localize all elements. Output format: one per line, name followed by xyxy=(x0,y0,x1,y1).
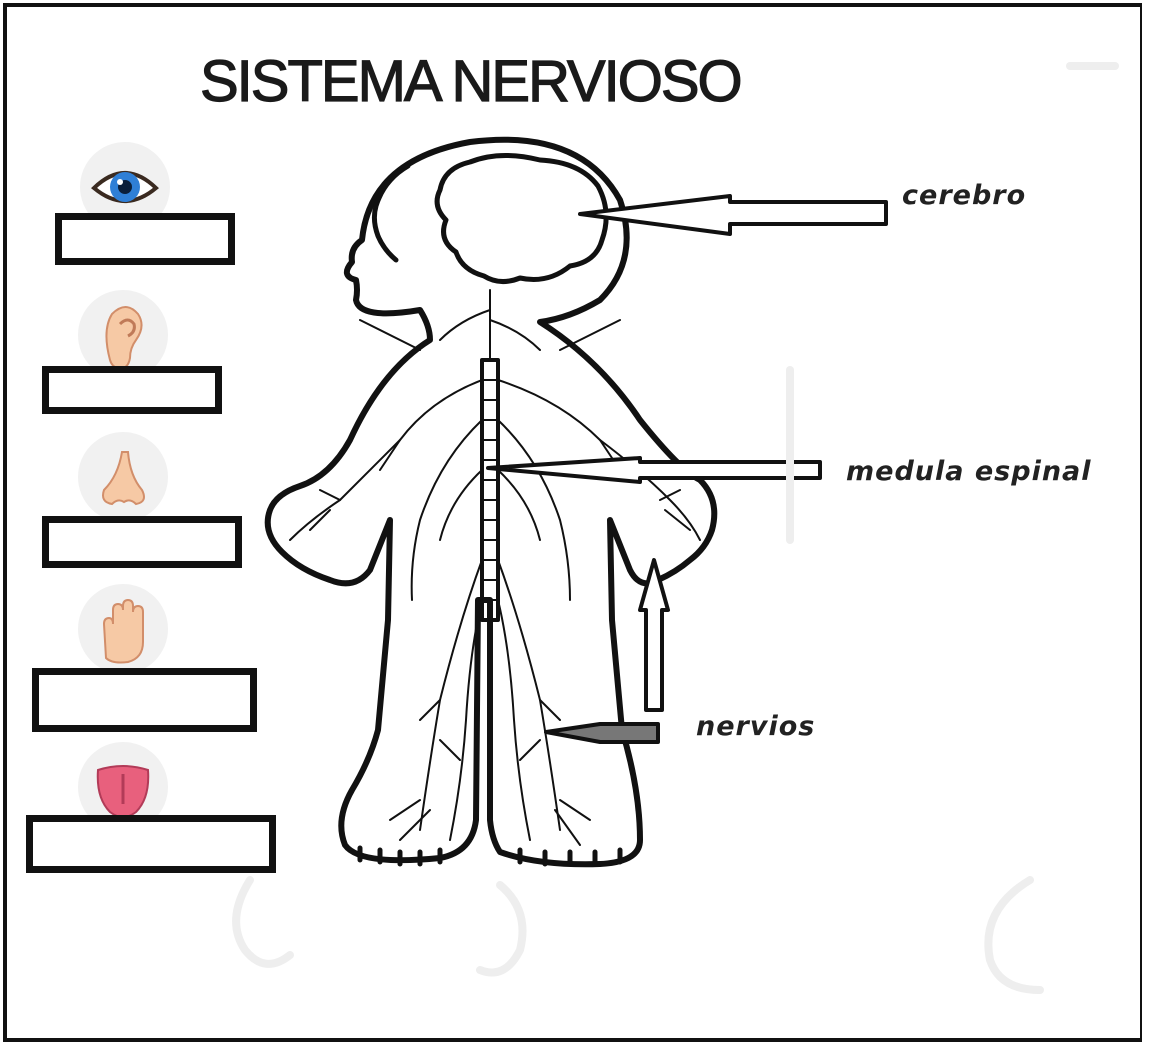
sense-hand xyxy=(78,584,168,674)
label-nerves: nervios xyxy=(696,711,816,742)
body-outline xyxy=(264,136,718,868)
answer-box-nose[interactable] xyxy=(42,516,242,568)
answer-box-hand[interactable] xyxy=(32,668,257,732)
label-spinal-cord: medula espinal xyxy=(846,456,1092,487)
answer-box-ear[interactable] xyxy=(42,366,222,414)
arrow-to-nerves xyxy=(544,722,660,744)
hand-icon xyxy=(102,598,144,664)
nerves xyxy=(289,289,701,846)
face-profile xyxy=(371,163,411,263)
arrow-to-brain xyxy=(578,194,888,236)
faint-watermark-marks xyxy=(232,62,1119,994)
sense-nose xyxy=(78,432,168,522)
sense-ear xyxy=(78,290,168,380)
nose-icon xyxy=(102,451,145,506)
tongue-icon xyxy=(96,765,150,818)
answer-box-tongue[interactable] xyxy=(26,815,276,873)
arrow-up-to-hand xyxy=(638,558,670,712)
arrow-to-spinal-cord xyxy=(486,456,822,484)
brain xyxy=(434,152,609,284)
answer-box-eye[interactable] xyxy=(55,213,235,265)
eye-icon xyxy=(91,171,159,203)
page-title: SISTEMA NERVIOSO xyxy=(199,48,743,114)
label-brain: cerebro xyxy=(902,180,1027,211)
